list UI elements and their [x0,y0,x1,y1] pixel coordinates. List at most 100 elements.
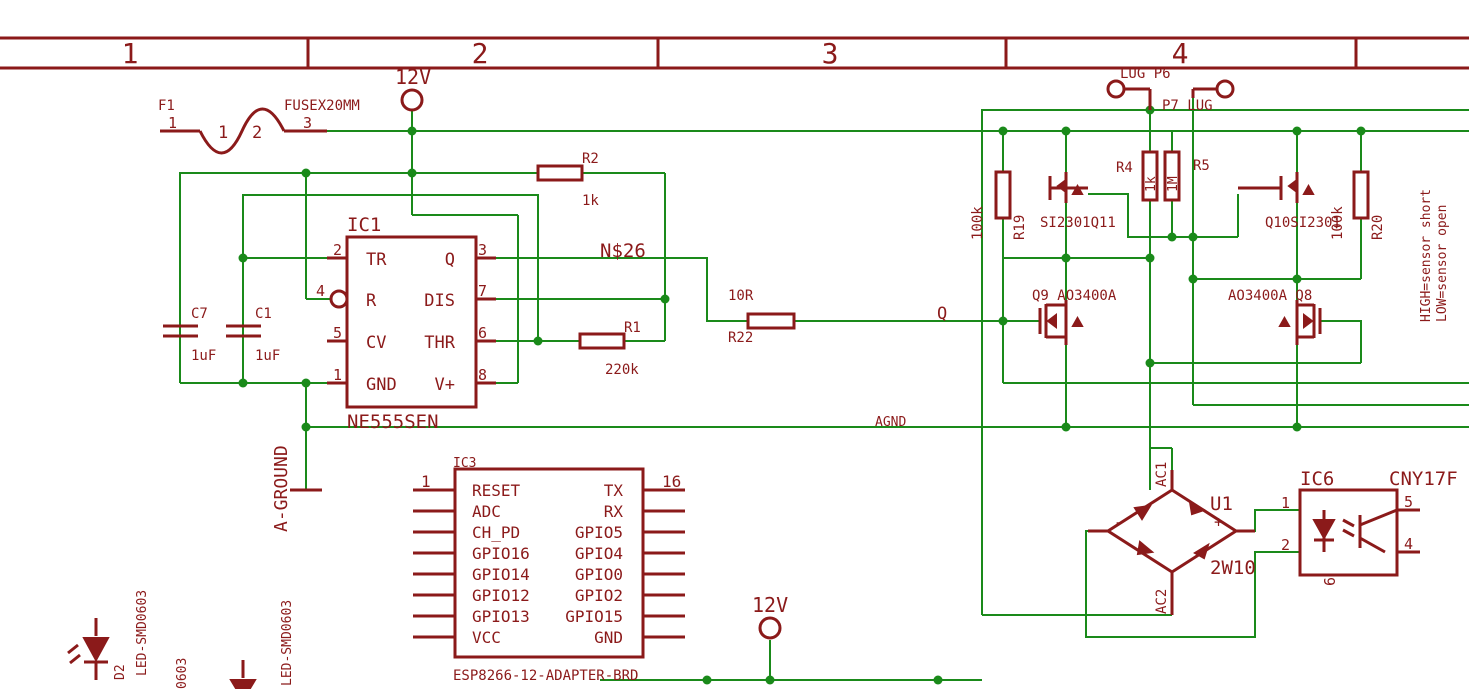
cap-c1-value: 1uF [255,348,280,364]
ic1-pin-cv: CV [366,333,386,353]
resistor-r5-ref: R5 [1193,158,1210,174]
ic3-pin-last: 16 [662,472,681,491]
mosfet-q8-label: AO3400A Q8 [1228,288,1312,304]
cap-c1-symbol [226,324,261,338]
column-label-1: 1 [122,37,139,70]
resistor-r2-value: 1k [582,193,599,209]
ic6-body [1298,488,1399,577]
resistor-r1 [578,332,626,350]
ic3-ref: IC3 [453,456,476,471]
resistor-r4-ref: R4 [1116,160,1133,176]
mosfet-q10-symbol [1238,172,1315,203]
resistor-r2 [536,164,584,182]
fuse-pin-c: 2 [252,123,262,143]
ic1-pin-q: Q [445,250,455,270]
resistor-r20-value: 100k [1330,206,1346,240]
cap-c7-value: 1uF [191,348,216,364]
mosfet-q8-symbol [1278,300,1322,345]
ic1-pin4-num: 4 [316,282,325,300]
resistor-r22 [746,312,796,330]
cap-c1-ref: C1 [255,306,272,322]
fuse-ref: F1 [158,98,175,114]
resistor-r1-value: 220k [605,362,639,378]
fuse-pin-d: 3 [303,114,312,132]
fuse-symbol [160,107,327,155]
ic3-pin-gnd: GND [594,628,623,647]
vcc-symbol-bottom [758,616,782,640]
ic1-pin-stubs [327,256,496,385]
junction-dots [238,105,1366,685]
ic3-pin-chpd: CH_PD [472,523,520,542]
ic3-pin-reset: RESET [472,481,521,500]
ic6-internals [1312,508,1420,554]
net-label-n26: N$26 [600,240,646,262]
ic6-part: CNY17F [1389,468,1458,490]
note-line-1: HIGH=sensor short [1419,189,1434,322]
ic6-pin2: 2 [1281,536,1290,554]
ic6-pin6: 6 [1321,577,1339,586]
vcc-symbol-top [400,88,424,112]
ic6-ref: IC6 [1300,468,1334,490]
ic1-body [345,235,478,409]
fuse-pin-b: 1 [218,123,228,143]
ic1-pin8-num: 8 [478,366,487,384]
led-d2-ref: D2 [113,664,128,680]
ic1-pin1-num: 1 [333,366,342,384]
ic1-part: NE555SEN [347,411,439,433]
ic6-pin1: 1 [1281,494,1290,512]
vcc-label-top: 12V [395,65,431,89]
ic3-pin-gpio12: GPIO12 [472,586,530,605]
mosfet-q10-label: Q10SI2301 [1265,215,1341,231]
column-label-2: 2 [472,37,489,70]
net-label-q: Q [937,304,947,324]
bridge-ac1-label: AC1 [1154,462,1170,487]
ic1-pin-dis: DIS [424,291,455,311]
ic3-pin-gpio13: GPIO13 [472,607,530,626]
note-line-2: LOW=sensor open [1435,205,1450,322]
ic1-pin2-num: 2 [333,241,342,259]
led-package-3: 0603 [175,658,190,689]
fuse-pin-a: 1 [168,114,177,132]
resistor-r19 [994,170,1012,220]
ic3-pin-tx: TX [604,481,624,500]
fuse-value: FUSEX20MM [284,98,360,114]
mosfet-q11-symbol [1048,172,1088,203]
resistor-r19-value: 100k [970,206,986,240]
resistor-r5-value: 1M [1166,176,1181,192]
resistor-r2-ref: R2 [582,151,599,167]
ic1-ref: IC1 [347,214,381,236]
ic3-pin-gpio2: GPIO2 [575,586,623,605]
frame-border [0,36,1469,70]
bridge-value: 2W10 [1210,557,1256,579]
ic1-pin7-num: 7 [478,282,487,300]
resistor-r20-ref: R20 [1370,215,1386,240]
cap-c7-ref: C7 [191,306,208,322]
resistor-r4 [1141,150,1159,202]
led-symbol-2 [229,660,257,689]
ic6-pin5: 5 [1404,493,1413,511]
ic3-pin-gpio15: GPIO15 [565,607,623,626]
bridge-plus-label: + [1214,513,1223,531]
lug-p7-label: P7 LUG [1162,98,1213,114]
resistor-r5 [1163,150,1181,202]
ground-label: A-GROUND [271,445,292,532]
led-d2-package: LED-SMD0603 [135,590,150,676]
ic3-body [453,467,645,659]
resistor-r1-ref: R1 [624,320,641,336]
net-label-agnd: AGND [875,415,906,430]
ic3-pin-stubs [413,488,685,639]
resistor-r20 [1352,170,1370,220]
bridge-minus-label: - [1114,513,1123,531]
ic3-pin-gpio0: GPIO0 [575,565,623,584]
resistor-r4-value: 1k [1144,176,1159,192]
ic3-pin-vcc: VCC [472,628,501,647]
ic1-pin-vplus: V+ [435,375,455,395]
mosfet-q9-label: Q9 AO3400A [1032,288,1117,304]
lug-p7-symbol [1215,79,1235,99]
ic3-pin-rx: RX [604,502,624,521]
ic1-pin5-num: 5 [333,324,342,342]
cap-c7-symbol [163,324,198,338]
bridge-ac2-label: AC2 [1154,589,1170,614]
